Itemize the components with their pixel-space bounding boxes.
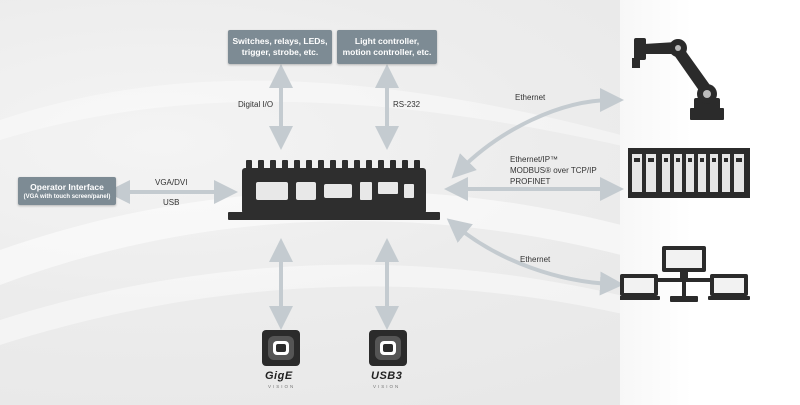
embedded-pc-icon [228,160,440,220]
light-controller-box: Light controller, motion controller, etc… [337,30,437,64]
usb3-vision-sub: VISION [373,384,401,389]
arrow-network [446,218,624,296]
profinet-label: PROFINET [510,177,551,186]
light-controller-line1: Light controller, [354,36,420,46]
gige-vision-sub: VISION [268,384,296,389]
light-controller-line2: motion controller, etc. [342,47,432,57]
modbus-label: MODBUS® over TCP/IP [510,166,597,175]
ethernet-bottom-label: Ethernet [520,255,551,264]
networked-computers-icon [620,246,750,302]
io-devices-line1: Switches, relays, LEDs, [232,36,328,46]
industrial-robot-arm-icon [632,38,724,120]
arrow-robot [451,88,624,179]
ethernet-top-label: Ethernet [515,93,546,102]
device-panel [620,0,800,405]
vga-dvi-label: VGA/DVI [155,178,188,187]
digital-io-label: Digital I/O [238,100,274,109]
io-devices-box: Switches, relays, LEDs, trigger, strobe,… [228,30,332,64]
io-devices-line2: trigger, strobe, etc. [241,47,319,57]
usb-label: USB [163,198,180,207]
ethernet-ip-label: Ethernet/IP™ [510,155,559,164]
gige-camera-icon [262,330,300,366]
plc-rack-icon [628,148,750,198]
operator-interface-title: Operator Interface [30,181,104,192]
rs232-label: RS-232 [393,100,421,109]
usb3-camera-icon [369,330,407,366]
operator-interface-box: Operator Interface (VGA with touch scree… [18,177,116,205]
usb3-vision-logo: USB3 [371,370,403,382]
operator-interface-sub: (VGA with touch screen/panel) [23,193,111,200]
gige-vision-logo: GigE [265,370,293,382]
